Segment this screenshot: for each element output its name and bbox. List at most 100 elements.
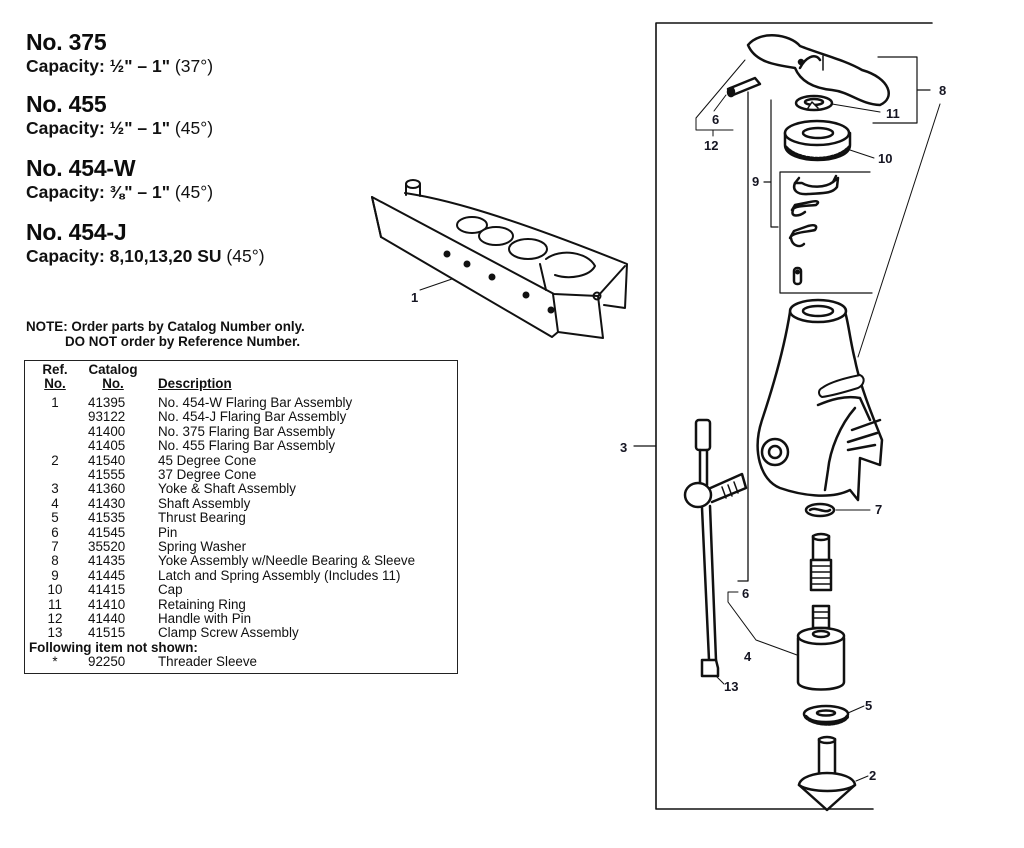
model-capacity: Capacity: ½" – 1" (45°) xyxy=(26,117,213,139)
header-ref-top: Ref. xyxy=(42,362,68,377)
clamp-screw-part-13 xyxy=(683,418,748,678)
callout-13: 13 xyxy=(724,679,738,694)
callout-2: 2 xyxy=(869,768,876,783)
callout-5: 5 xyxy=(865,698,872,713)
catalog-number: 35520 xyxy=(88,539,126,554)
callout-7: 7 xyxy=(875,502,882,517)
part-description: Pin xyxy=(158,524,178,540)
retaining-ring-part-11 xyxy=(794,94,834,112)
header-catalog-bottom: No. xyxy=(102,376,124,392)
yoke-assembly-part-8 xyxy=(756,298,884,502)
header-ref-bottom: No. xyxy=(44,376,66,392)
ref-number: 6 xyxy=(51,524,59,540)
callout-6-lower: 6 xyxy=(742,586,749,601)
not-shown-label: Following item not shown: xyxy=(29,639,198,655)
capacity-label: Capacity: xyxy=(26,182,105,202)
catalog-number: 41540 xyxy=(88,452,126,468)
capacity-range: ⅜" – 1" xyxy=(109,182,171,202)
ref-number: 9 xyxy=(51,567,59,583)
model-name: No. 375 xyxy=(26,29,107,55)
order-note: NOTE: Order parts by Catalog Number only… xyxy=(26,319,305,349)
part-description: Handle with Pin xyxy=(158,611,252,626)
callout-9: 9 xyxy=(752,174,759,189)
catalog-number: 41445 xyxy=(88,567,126,583)
latch-spring-parts-9 xyxy=(788,174,840,286)
part-description: 37 Degree Cone xyxy=(158,467,257,482)
catalog-number: 41535 xyxy=(88,510,126,526)
leader-line-10 xyxy=(849,149,875,159)
header-catalog-top: Catalog xyxy=(88,362,138,377)
leader-line-13 xyxy=(715,675,725,685)
model-455: No. 455 Capacity: ½" – 1" (45°) xyxy=(26,91,213,139)
part-description: No. 454-J Flaring Bar Assembly xyxy=(158,409,347,425)
ref-number: 11 xyxy=(48,596,62,612)
header-catalog: Catalog No. xyxy=(83,362,143,392)
capacity-range: ½" – 1" xyxy=(109,118,171,138)
capacity-angle: (37°) xyxy=(174,56,214,76)
callout-10: 10 xyxy=(878,151,892,166)
part-description: Thrust Bearing xyxy=(158,510,246,526)
catalog-number: 41415 xyxy=(88,582,126,598)
ref-number: 4 xyxy=(51,495,59,511)
part-description: 45 Degree Cone xyxy=(158,452,257,468)
model-capacity: Capacity: 8,10,13,20 SU (45°) xyxy=(26,245,265,267)
catalog-number: 41400 xyxy=(88,423,126,439)
model-454-w: No. 454-W Capacity: ⅜" – 1" (45°) xyxy=(26,155,213,203)
callout-1: 1 xyxy=(411,290,418,305)
part-description: Shaft Assembly xyxy=(158,495,251,511)
capacity-angle: (45°) xyxy=(226,246,265,266)
pin-part-6 xyxy=(726,76,762,98)
catalog-number: 41405 xyxy=(88,438,126,454)
catalog-number: 41395 xyxy=(88,395,126,410)
model-375: No. 375 Capacity: ½" – 1" (37°) xyxy=(26,29,213,77)
part-description: Clamp Screw Assembly xyxy=(158,625,299,641)
ref-number: 10 xyxy=(47,582,63,598)
ref-number: * xyxy=(52,654,58,670)
callout-12: 12 xyxy=(704,138,718,153)
part-description: Retaining Ring xyxy=(158,596,246,612)
ref-number: 8 xyxy=(51,553,59,569)
model-name: No. 454-W xyxy=(26,155,136,181)
capacity-label: Capacity: xyxy=(26,246,105,266)
capacity-angle: (45°) xyxy=(174,118,214,138)
leader-line-5 xyxy=(847,705,865,714)
part-description: No. 454-W Flaring Bar Assembly xyxy=(158,395,353,410)
handle-part-12 xyxy=(746,34,890,107)
bracket-9 xyxy=(763,99,873,294)
ref-number: 2 xyxy=(51,452,59,468)
ref-number: 12 xyxy=(47,611,63,626)
note-line-1: NOTE: Order parts by Catalog Number only… xyxy=(26,319,305,334)
model-name: No. 454-J xyxy=(26,219,127,245)
part-description: Cap xyxy=(158,582,183,598)
catalog-number: 41545 xyxy=(88,524,126,540)
part-description: Threader Sleeve xyxy=(158,654,257,670)
model-name: No. 455 xyxy=(26,91,107,117)
callout-11: 11 xyxy=(886,106,900,121)
leader-line-6-lower xyxy=(737,91,749,582)
catalog-number: 41410 xyxy=(88,596,126,612)
catalog-number: 41515 xyxy=(88,625,126,641)
capacity-range: ½" – 1" xyxy=(109,56,171,76)
part-description: Yoke & Shaft Assembly xyxy=(158,481,296,497)
capacity-angle: (45°) xyxy=(174,182,214,202)
leader-line-1 xyxy=(419,278,453,291)
callout-4: 4 xyxy=(744,649,752,664)
leader-line-11 xyxy=(831,103,881,113)
catalog-number: 41440 xyxy=(88,611,126,626)
part-description: Yoke Assembly w/Needle Bearing & Sleeve xyxy=(158,553,416,569)
ref-number: 1 xyxy=(51,395,59,410)
catalog-number: 41435 xyxy=(88,553,126,569)
header-ref: Ref. No. xyxy=(35,362,75,392)
ref-number: 3 xyxy=(51,481,59,497)
capacity-label: Capacity: xyxy=(26,56,105,76)
cap-part-10 xyxy=(783,119,852,162)
catalog-number: 92250 xyxy=(88,654,126,670)
callout-3: 3 xyxy=(620,440,627,455)
leader-line-6 xyxy=(713,94,727,112)
leader-line-4 xyxy=(727,591,798,656)
part-description: Latch and Spring Assembly (Includes 11) xyxy=(158,567,401,583)
capacity-label: Capacity: xyxy=(26,118,105,138)
catalog-number: 41430 xyxy=(88,495,126,511)
